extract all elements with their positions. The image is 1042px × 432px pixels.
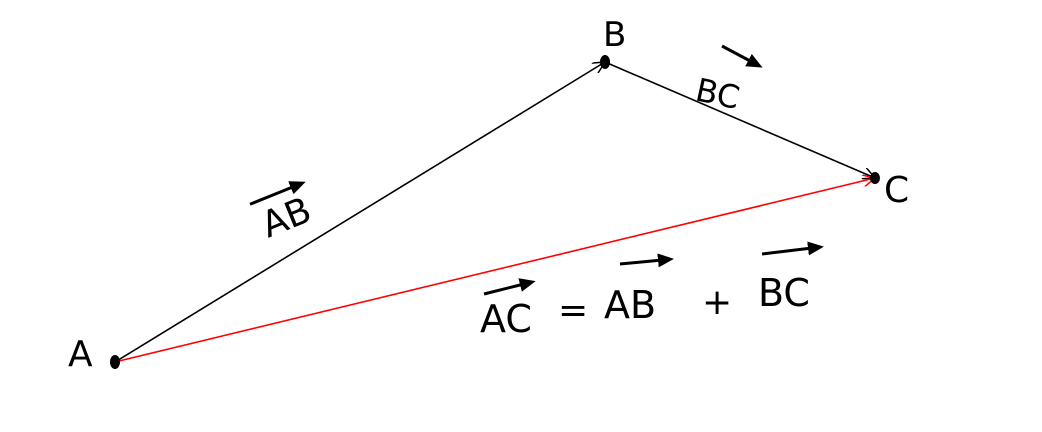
arrow-over-term2-icon (761, 241, 824, 256)
equation-term1: AB (604, 283, 656, 327)
arrow-over-ab-icon (249, 181, 306, 206)
vector-ac (114, 178, 875, 363)
arrow-over-bc-icon (721, 44, 763, 68)
arrow-over-ac-icon (483, 278, 536, 296)
point-b-dot (600, 55, 610, 69)
equation-term2: BC (758, 271, 810, 315)
arrow-over-term1-icon (619, 253, 674, 268)
point-b-label: B (603, 15, 626, 55)
point-c-dot (870, 172, 880, 184)
vector-bc (604, 61, 875, 178)
equation: AC = AB + BC (480, 241, 824, 341)
equation-lhs: AC (480, 297, 532, 341)
point-a-dot (110, 355, 120, 369)
point-c-label: C (884, 170, 909, 211)
equation-equals: = (558, 290, 588, 331)
point-a-label: A (68, 334, 93, 375)
vector-bc-label: BC (692, 71, 743, 117)
equation-plus: + (702, 282, 732, 323)
vector-ab (114, 62, 605, 363)
